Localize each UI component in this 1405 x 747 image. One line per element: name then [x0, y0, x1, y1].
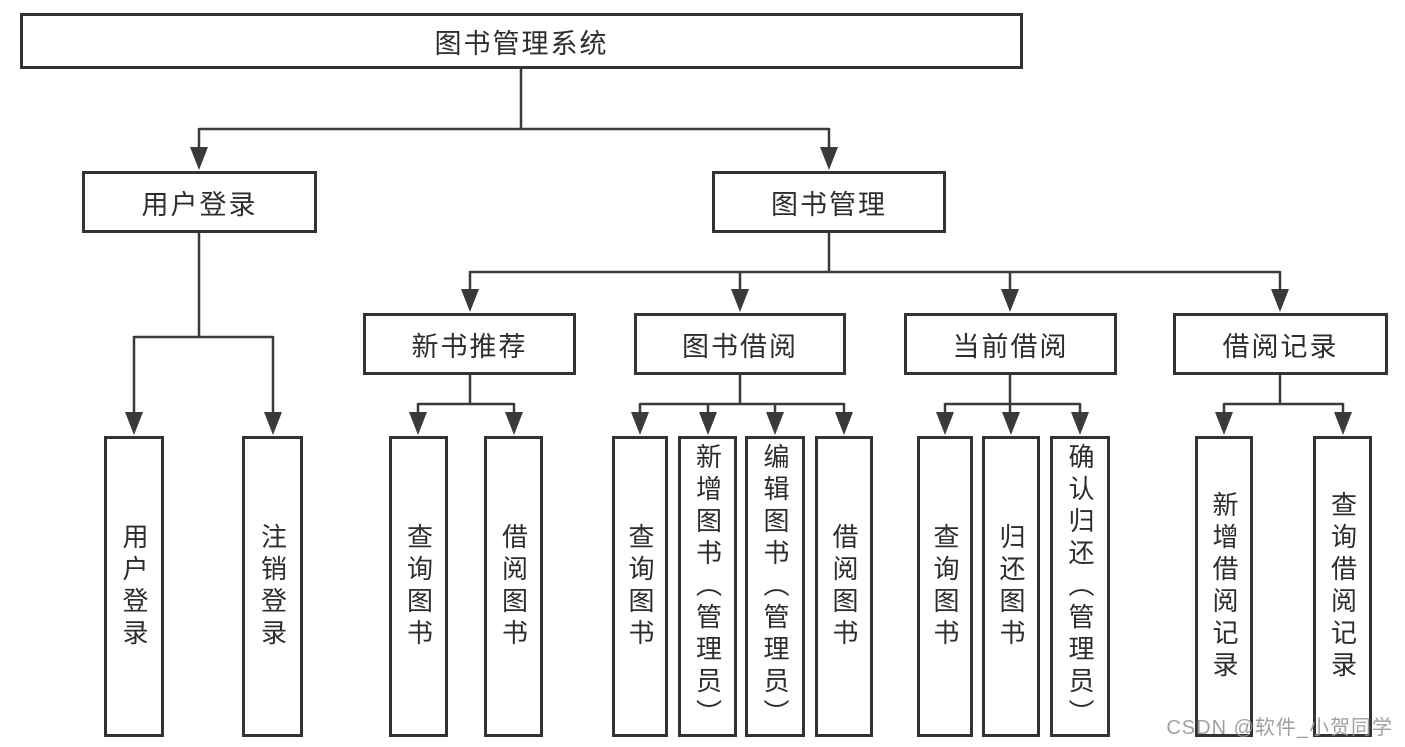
- leaf-confirm-return-admin: 确认归还（管理员）: [1050, 436, 1110, 737]
- leaf-add-borrow-record: 新增借阅记录: [1195, 436, 1253, 737]
- node-new-book-recommend: 新书推荐: [363, 313, 576, 375]
- watermark: CSDN @软件_小贺同学: [1166, 717, 1393, 739]
- leaf-query-books-3: 查询图书: [917, 436, 973, 737]
- node-root: 图书管理系统: [20, 13, 1023, 69]
- leaf-query-books-1: 查询图书: [389, 436, 448, 737]
- node-borrow-records: 借阅记录: [1173, 313, 1388, 375]
- leaf-query-borrow-record: 查询借阅记录: [1313, 436, 1372, 737]
- node-book-management: 图书管理: [712, 171, 946, 233]
- leaf-user-login: 用户登录: [104, 436, 164, 737]
- leaf-return-books: 归还图书: [982, 436, 1040, 737]
- leaf-query-books-2: 查询图书: [612, 436, 668, 737]
- node-user-login: 用户登录: [82, 171, 317, 233]
- node-book-borrow: 图书借阅: [634, 313, 846, 375]
- leaf-borrow-books-1: 借阅图书: [484, 436, 543, 737]
- leaf-borrow-books-2: 借阅图书: [815, 436, 873, 737]
- leaf-add-books-admin: 新增图书（管理员）: [678, 436, 737, 737]
- leaf-edit-books-admin: 编辑图书（管理员）: [745, 436, 805, 737]
- node-current-borrow: 当前借阅: [904, 313, 1117, 375]
- leaf-logout: 注销登录: [242, 436, 303, 737]
